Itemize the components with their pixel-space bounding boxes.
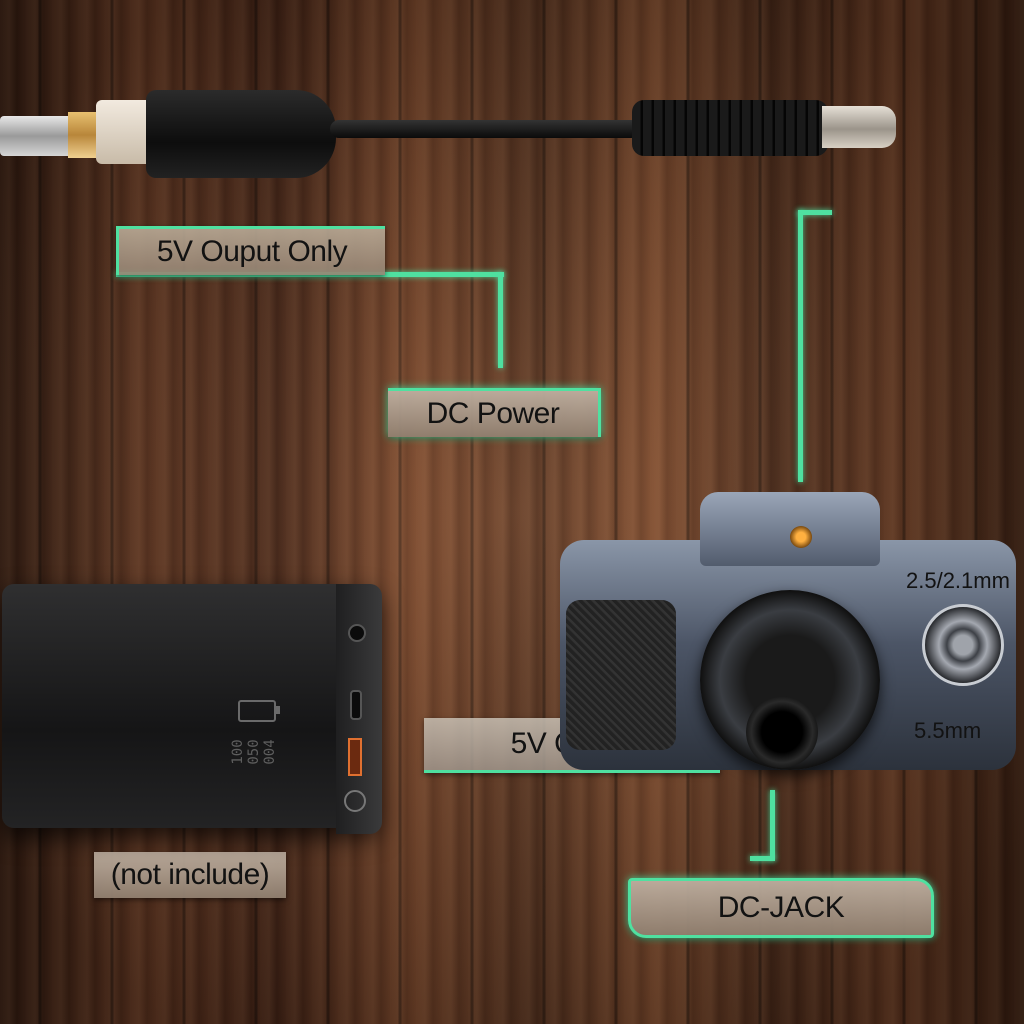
- usb-plug-head: [146, 90, 336, 178]
- usb-a-port: [348, 738, 362, 776]
- camera-dial-icon: [922, 604, 1004, 686]
- power-bank-body: [2, 584, 380, 828]
- size-label-top: 2.5/2.1mm: [906, 568, 1010, 593]
- label-dc-jack: DC-JACK: [628, 878, 934, 938]
- usb-c-port: [350, 690, 362, 720]
- battery-icon: [238, 700, 280, 722]
- label-not-include: (not include): [94, 852, 286, 898]
- power-bank-digits: 100 050 004: [230, 739, 278, 765]
- camera-top: [700, 492, 880, 566]
- dc-port: [348, 624, 366, 642]
- camera-grip: [566, 600, 676, 750]
- usb-connector-body: [96, 100, 154, 164]
- dc-plug-tip: [822, 106, 896, 148]
- callout-line: [798, 210, 803, 482]
- power-icon: [344, 790, 366, 812]
- label-dc-jack-text: DC-JACK: [717, 891, 845, 924]
- callout-line: [750, 856, 775, 861]
- cable-cord: [330, 120, 640, 138]
- camera-button-icon: [790, 526, 812, 548]
- label-output-only-text: 5V Ouput Only: [156, 235, 348, 268]
- label-output-only: 5V Ouput Only: [116, 226, 385, 275]
- callout-line: [770, 790, 775, 860]
- label-dc-power: DC Power: [388, 388, 601, 437]
- dc-plug-head: [632, 100, 828, 156]
- callout-line: [498, 272, 503, 368]
- usb-connector-metal: [0, 116, 80, 156]
- label-not-include-text: (not include): [110, 858, 270, 891]
- size-label-bottom: 5.5mm: [914, 718, 982, 743]
- dc-jack-socket: [746, 696, 818, 768]
- label-dc-power-text: DC Power: [426, 397, 560, 430]
- callout-line: [798, 210, 832, 215]
